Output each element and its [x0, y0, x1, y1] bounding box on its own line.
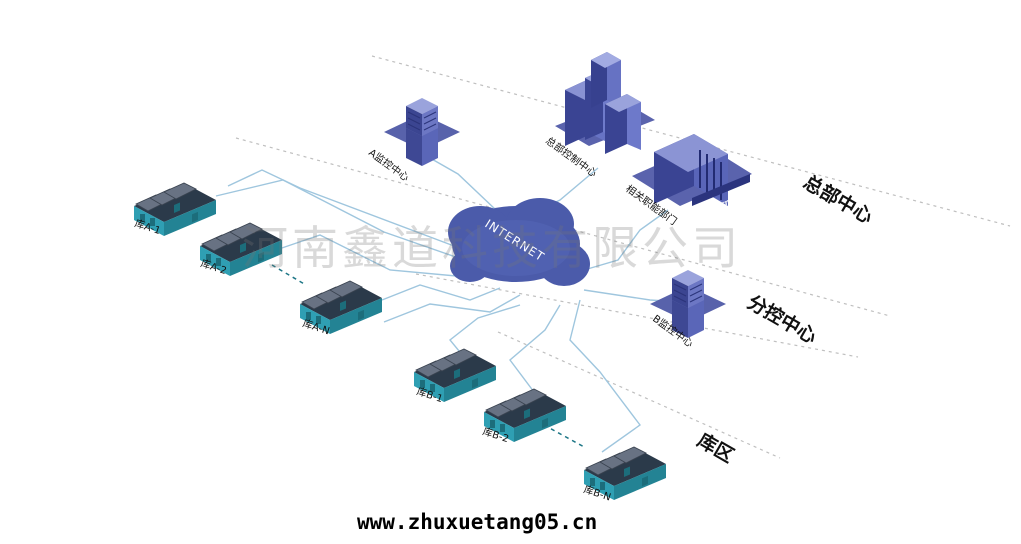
zone-storage-label: 库区 [694, 428, 738, 467]
a-monitor-building-icon [383, 97, 461, 167]
zone-hq-label: 总部中心 [800, 170, 877, 228]
government-building-icon: Government [632, 134, 752, 216]
network-connection-lines [215, 157, 681, 453]
a-monitor-label: A监控中心 [366, 146, 412, 184]
internet-cloud: INTERNET [448, 198, 590, 286]
zone-branch-label: 分控中心 [744, 290, 821, 348]
warehouse-series-links [271, 264, 587, 449]
footer-url: www.zhuxuetang05.cn [357, 510, 598, 534]
hq-control-tower-icon [555, 52, 655, 154]
company-watermark: 河南鑫道科技有限公司 [242, 221, 742, 275]
